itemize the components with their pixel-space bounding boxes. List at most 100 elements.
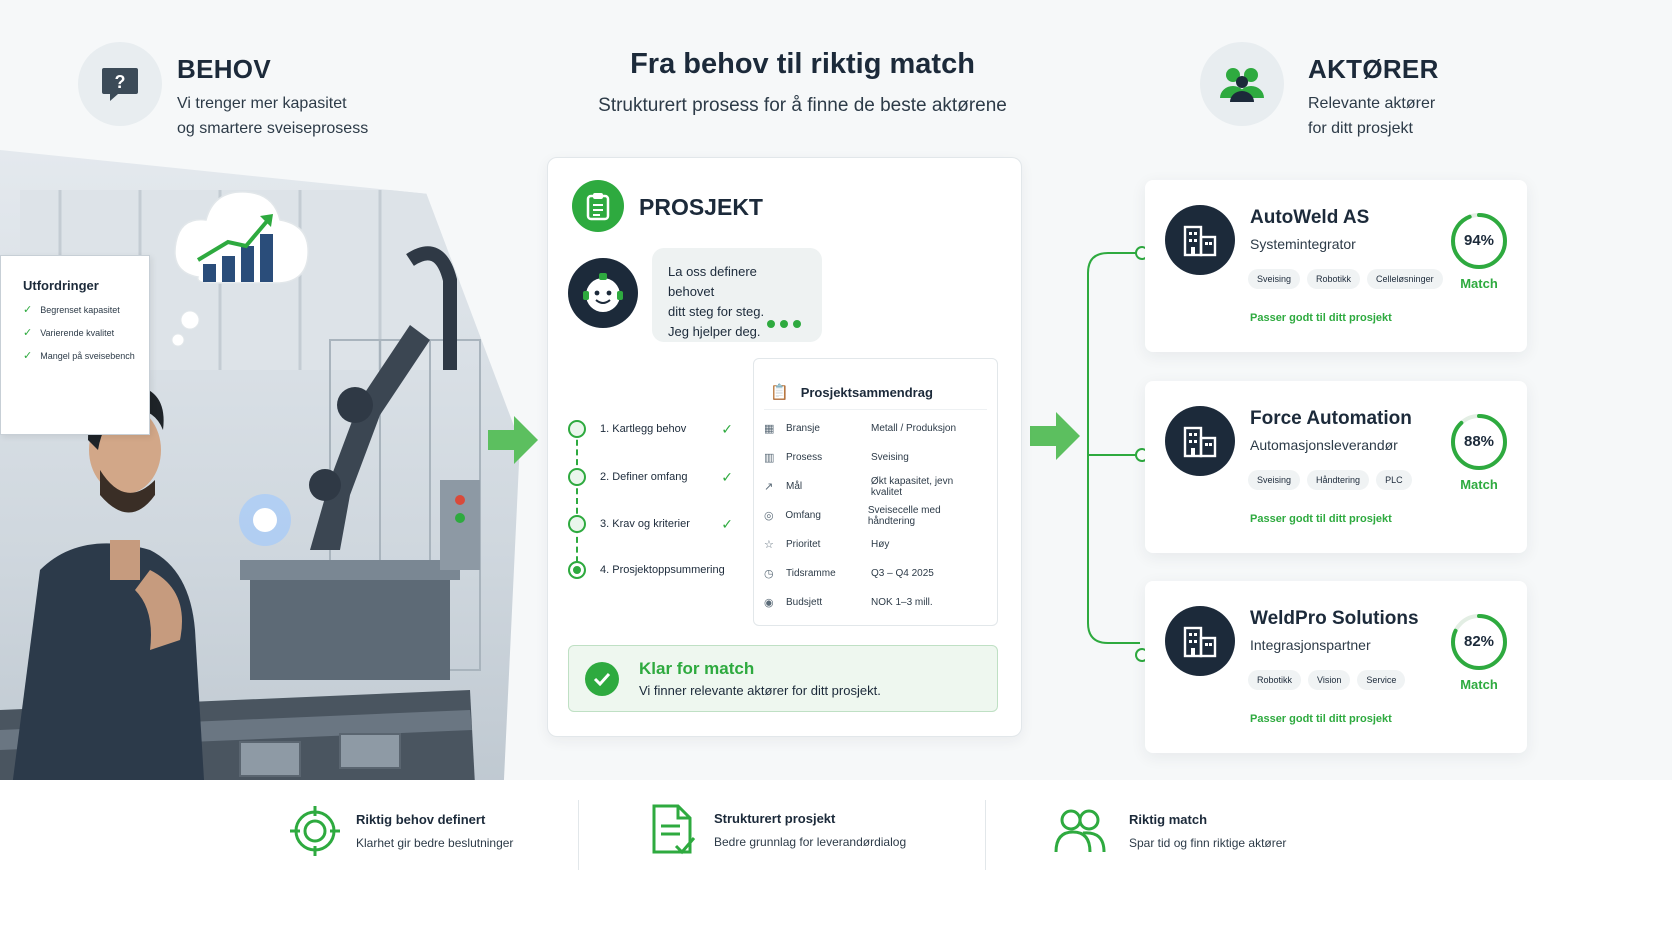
actor-connector-lines <box>1087 246 1149 662</box>
match-label: Match <box>1460 276 1498 291</box>
match-gauge <box>1451 213 1507 269</box>
building-icon <box>1183 426 1217 458</box>
main-heading: Fra behov til riktig match Strukturert p… <box>500 48 1105 117</box>
company-avatar <box>1165 205 1235 275</box>
behov-line1: Vi trenger mer kapasitet <box>177 95 347 112</box>
tag: Håndtering <box>1307 470 1370 490</box>
footer-benefits: Riktig behov definert Klarhet gir bedre … <box>0 780 1672 941</box>
summary-header: 📋 Prosjektsammendrag <box>754 359 997 409</box>
benefit-text: Spar tid og finn riktige aktører <box>1129 836 1287 850</box>
challenge-label: Varierende kvalitet <box>40 327 115 338</box>
summary-row: ▥ Prosess Sveising <box>764 443 987 472</box>
tag: Robotikk <box>1248 670 1302 690</box>
challenges-title: Utfordringer <box>23 278 99 293</box>
summary-row: ▦ Bransje Metall / Produksjon <box>764 414 987 443</box>
fit-label: Passer godt til ditt prosjekt <box>1250 513 1392 525</box>
ready-for-match-banner[interactable]: Klar for match Vi finner relevante aktør… <box>568 645 998 712</box>
summary-label: Omfang <box>785 510 821 521</box>
company-name: Force Automation <box>1250 408 1412 429</box>
page-title: Fra behov til riktig match <box>630 48 975 80</box>
behov-line2: og smartere sveiseprosess <box>177 120 369 137</box>
ready-text: Vi finner relevante aktører for ditt pro… <box>639 683 881 698</box>
step-item[interactable]: 1. Kartlegg behov ✓ <box>568 420 733 438</box>
challenge-label: Mangel på sveisebench <box>40 350 135 361</box>
company-avatar <box>1165 406 1235 476</box>
check-icon: ✓ <box>23 327 33 339</box>
star-icon: ☆ <box>764 539 774 551</box>
challenge-item: ✓ Begrenset kapasitet <box>23 303 149 316</box>
summary-rows: ▦ Bransje Metall / Produksjon ▥ Prosess … <box>764 409 987 617</box>
step-item-active[interactable]: 4. Prosjektoppsummering <box>568 561 743 579</box>
step-icon <box>568 561 586 579</box>
growth-chart-icon <box>196 214 273 282</box>
assistant-message-line: ditt steg for steg. <box>668 304 765 319</box>
step-item[interactable]: 3. Krav og kriterier ✓ <box>568 515 733 533</box>
company-avatar <box>1165 606 1235 676</box>
step-icon <box>568 420 586 438</box>
summary-value: Sveisecelle med håndtering <box>867 504 941 527</box>
check-circle-icon <box>585 662 619 696</box>
target-icon <box>290 806 340 856</box>
challenges-board: Utfordringer ✓ Begrenset kapasitet ✓ Var… <box>0 255 150 435</box>
benefit-text: Klarhet gir bedre beslutninger <box>356 836 514 850</box>
step-item[interactable]: 2. Definer omfang ✓ <box>568 468 733 486</box>
tag: Sveising <box>1248 470 1301 490</box>
summary-label: Budsjett <box>786 597 823 608</box>
coin-icon: ◉ <box>764 597 774 609</box>
clipboard-icon: 📋 <box>770 384 789 401</box>
project-summary-panel: 📋 Prosjektsammendrag ▦ Bransje Metall / … <box>753 358 998 626</box>
summary-row: ◎ Omfang Sveisecelle med håndtering <box>764 501 987 530</box>
tag: Vision <box>1308 670 1351 690</box>
arrow-right-icon <box>1030 412 1080 460</box>
people-icon <box>1220 68 1264 102</box>
summary-label: Prosess <box>786 452 823 463</box>
challenge-item: ✓ Varierende kvalitet <box>23 326 149 339</box>
summary-value: Høy <box>871 539 890 550</box>
assistant-avatar <box>568 258 638 328</box>
target-icon: ◎ <box>764 510 774 522</box>
actor-card[interactable]: WeldPro Solutions Integrasjonspartner Ro… <box>1145 581 1527 753</box>
summary-label: Mål <box>785 481 803 492</box>
benefit-item: Riktig match Spar tid og finn riktige ak… <box>1053 806 1286 856</box>
aktorer-line2: for ditt prosjekt <box>1308 120 1413 137</box>
match-percent: 94% <box>1463 232 1495 249</box>
company-role: Systemintegrator <box>1250 236 1356 252</box>
check-icon: ✓ <box>721 420 733 437</box>
match-gauge <box>1451 414 1507 470</box>
behov-block: BEHOV Vi trenger mer kapasitet og smarte… <box>177 54 368 141</box>
challenge-label: Begrenset kapasitet <box>40 304 120 315</box>
people-icon <box>1054 809 1106 853</box>
summary-value: NOK 1–3 mill. <box>871 597 933 608</box>
step-label: 4. Prosjektoppsummering <box>600 564 725 576</box>
fit-label: Passer godt til ditt prosjekt <box>1250 312 1392 324</box>
document-check-icon <box>652 804 696 855</box>
tag: Robotikk <box>1307 269 1361 289</box>
benefit-item: Strukturert prosjekt Bedre grunnlag for … <box>650 804 906 856</box>
summary-row: ◷ Tidsramme Q3 – Q4 2025 <box>764 559 987 588</box>
factory-icon: ▥ <box>764 452 775 464</box>
fit-label: Passer godt til ditt prosjekt <box>1250 713 1392 725</box>
step-label: 1. Kartlegg behov <box>600 423 687 435</box>
clock-icon: ◷ <box>764 568 774 580</box>
match-label: Match <box>1460 477 1498 492</box>
aktorer-title: AKTØRER <box>1308 54 1439 84</box>
actor-card[interactable]: Force Automation Automasjonsleverandør S… <box>1145 381 1527 553</box>
divider <box>578 800 579 870</box>
check-icon: ✓ <box>721 515 733 532</box>
chart-icon: ↗ <box>764 481 774 493</box>
benefit-title: Riktig behov definert <box>356 812 486 827</box>
benefit-title: Strukturert prosjekt <box>714 811 836 826</box>
behov-title: BEHOV <box>177 54 271 84</box>
match-gauge <box>1451 614 1507 670</box>
summary-label: Prioritet <box>786 539 821 550</box>
summary-row: ◉ Budsjett NOK 1–3 mill. <box>764 588 987 617</box>
summary-row: ↗ Mål Økt kapasitet, jevn kvalitet <box>764 472 987 501</box>
robot-face-icon <box>583 273 623 312</box>
tag: Celleløsninger <box>1367 269 1443 289</box>
benefit-item: Riktig behov definert Klarhet gir bedre … <box>290 806 513 856</box>
check-icon: ✓ <box>23 350 33 362</box>
behov-icon-circle: ? <box>78 42 162 126</box>
building-icon <box>1183 225 1217 257</box>
